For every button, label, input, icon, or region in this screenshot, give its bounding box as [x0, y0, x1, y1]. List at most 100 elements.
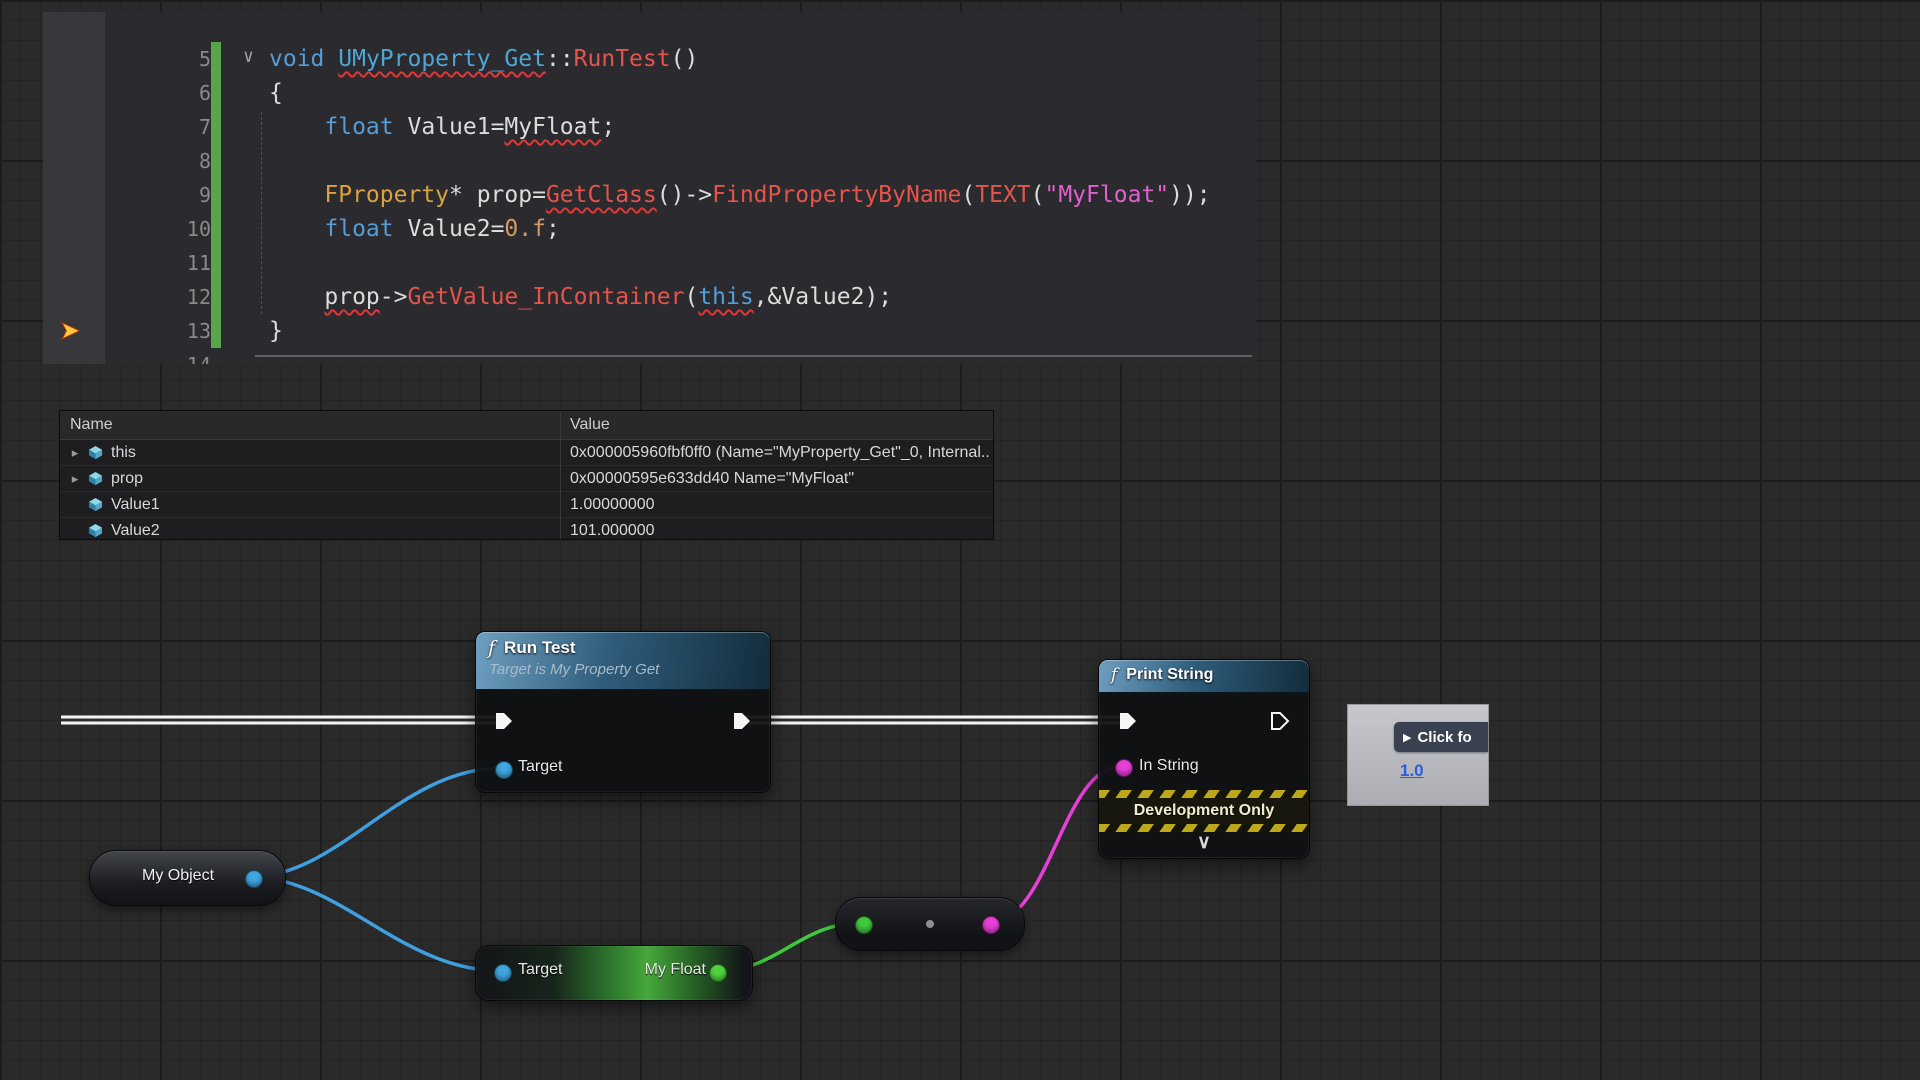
- variable-cube-icon: [88, 471, 103, 486]
- my-object-label: My Object: [142, 867, 214, 885]
- code-token: ->: [380, 284, 408, 310]
- hazard-stripe-bottom: [1099, 824, 1309, 832]
- my-object-output-pin[interactable]: [245, 870, 263, 888]
- object-wire-to-run-test[interactable]: [250, 768, 502, 877]
- object-wire-to-getter[interactable]: [250, 877, 502, 971]
- run-test-header: f Run Test Target is My Property Get: [476, 632, 770, 690]
- line-number: 12: [105, 280, 225, 314]
- node-get-my-float[interactable]: Target My Float: [475, 945, 753, 1001]
- node-run-test[interactable]: f Run Test Target is My Property Get Tar…: [475, 631, 771, 793]
- indent-guide: [261, 112, 262, 314]
- code-token: [269, 182, 324, 208]
- run-test-subtitle: Target is My Property Get: [489, 661, 760, 678]
- code-text[interactable]: {: [225, 76, 1256, 110]
- exec-output-pin[interactable]: [1267, 709, 1291, 733]
- code-token: ;: [546, 216, 560, 242]
- code-token: RunTest: [574, 46, 671, 72]
- fold-chevron-icon[interactable]: ∨: [243, 40, 254, 74]
- watch-value: 0x000005960fbf0ff0 (Name="MyProperty_Get…: [560, 444, 993, 462]
- in-string-input-pin[interactable]: [1115, 759, 1133, 777]
- code-token: void: [269, 46, 338, 72]
- node-conversion[interactable]: [835, 897, 1025, 951]
- watch-row[interactable]: ▸prop0x00000595e633dd40 Name="MyFloat": [60, 465, 993, 491]
- variable-icon: [88, 445, 105, 460]
- code-line: 10 float Value2=0.f;: [43, 212, 1256, 246]
- code-text[interactable]: [225, 144, 1256, 178]
- code-text[interactable]: }: [225, 314, 1256, 348]
- node-my-object[interactable]: My Object: [89, 850, 286, 906]
- conversion-input-pin[interactable]: [855, 916, 873, 934]
- gutter-margin-cell[interactable]: [43, 110, 105, 144]
- watch-value: 0x00000595e633dd40 Name="MyFloat": [560, 470, 993, 488]
- conversion-output-pin[interactable]: [982, 916, 1000, 934]
- code-token: [269, 114, 324, 140]
- gutter-margin-cell[interactable]: [43, 76, 105, 110]
- node-print-string[interactable]: f Print String In String Development Onl…: [1098, 659, 1310, 859]
- watched-value[interactable]: 1.0: [1400, 761, 1424, 781]
- code-token: 0.f: [504, 216, 546, 242]
- expander-icon[interactable]: ▸: [68, 471, 82, 487]
- code-text[interactable]: ∨void UMyProperty_Get::RunTest(): [225, 42, 1256, 76]
- gutter-margin-cell[interactable]: [43, 42, 105, 76]
- code-token: [269, 284, 324, 310]
- code-token: MyFloat: [504, 114, 601, 140]
- column-separator[interactable]: [560, 411, 561, 539]
- play-icon: ▶: [1403, 731, 1411, 744]
- watch-row[interactable]: ▸ this 0x000005960fbf0ff0 (Name="MyPropert…: [60, 440, 993, 465]
- exec-input-pin[interactable]: [491, 709, 515, 733]
- current-statement-arrow-icon: ➤: [59, 314, 81, 348]
- watch-name-cell: ▸ this: [60, 444, 560, 462]
- code-token: TEXT: [975, 182, 1030, 208]
- code-line: 6{: [43, 76, 1256, 110]
- watch-window[interactable]: Name Value ▸ this 0x000005960fbf0ff0 (Name…: [59, 410, 994, 540]
- gutter-margin-cell[interactable]: [43, 348, 105, 364]
- line-number: 11: [105, 246, 225, 280]
- line-number: 13: [105, 314, 225, 348]
- code-token: ));: [1169, 182, 1211, 208]
- in-string-pin-label: In String: [1139, 757, 1199, 775]
- expand-chevron-icon[interactable]: ∨: [1099, 832, 1309, 856]
- gutter-margin-cell[interactable]: [43, 246, 105, 280]
- code-editor[interactable]: 5∨void UMyProperty_Get::RunTest()6{7 flo…: [43, 12, 1256, 364]
- variable-icon: [88, 471, 105, 486]
- editor-splitter-line[interactable]: [255, 355, 1252, 357]
- watch-variable-name: Value2: [111, 522, 160, 540]
- click-for-full-view-button[interactable]: ▶ Click fo: [1394, 722, 1488, 752]
- expander-icon[interactable]: ▸: [68, 445, 82, 461]
- exec-output-pin[interactable]: [729, 709, 753, 733]
- gutter-margin-cell[interactable]: [43, 178, 105, 212]
- watch-row[interactable]: Value11.00000000: [60, 491, 993, 517]
- code-text[interactable]: prop->GetValue_InContainer(this,&Value2)…: [225, 280, 1256, 314]
- column-header-name[interactable]: Name: [60, 411, 560, 439]
- code-token: UMyProperty_Get: [338, 46, 546, 72]
- column-header-value[interactable]: Value: [560, 411, 993, 439]
- target-input-pin[interactable]: [495, 761, 513, 779]
- code-text[interactable]: FProperty* prop=GetClass()->FindProperty…: [225, 178, 1256, 212]
- code-token: (: [961, 182, 975, 208]
- gutter-margin-cell[interactable]: [43, 280, 105, 314]
- debug-watch-tooltip: ▶ Click fo 1.0: [1347, 704, 1489, 806]
- target-input-pin[interactable]: [494, 964, 512, 982]
- gutter-margin-cell[interactable]: [43, 144, 105, 178]
- code-token: Value1=: [394, 114, 505, 140]
- line-number: 9: [105, 178, 225, 212]
- code-text[interactable]: [225, 246, 1256, 280]
- code-token: {: [269, 80, 283, 106]
- gutter-margin-cell[interactable]: ➤: [43, 314, 105, 348]
- code-text[interactable]: float Value1=MyFloat;: [225, 110, 1256, 144]
- target-pin-label: Target: [518, 961, 562, 979]
- code-token: "MyFloat": [1044, 182, 1169, 208]
- gutter-margin-cell[interactable]: [43, 212, 105, 246]
- watch-variable-name: this: [111, 444, 136, 462]
- code-text[interactable]: float Value2=0.f;: [225, 212, 1256, 246]
- watch-row[interactable]: Value2101.000000: [60, 517, 993, 543]
- my-float-output-pin[interactable]: [709, 964, 727, 982]
- variable-cube-icon: [88, 497, 103, 512]
- exec-input-pin[interactable]: [1115, 709, 1139, 733]
- code-token: (): [671, 46, 699, 72]
- function-icon: f: [1111, 665, 1117, 685]
- line-number: 5: [105, 42, 225, 76]
- line-number: 7: [105, 110, 225, 144]
- variable-icon: [88, 497, 105, 512]
